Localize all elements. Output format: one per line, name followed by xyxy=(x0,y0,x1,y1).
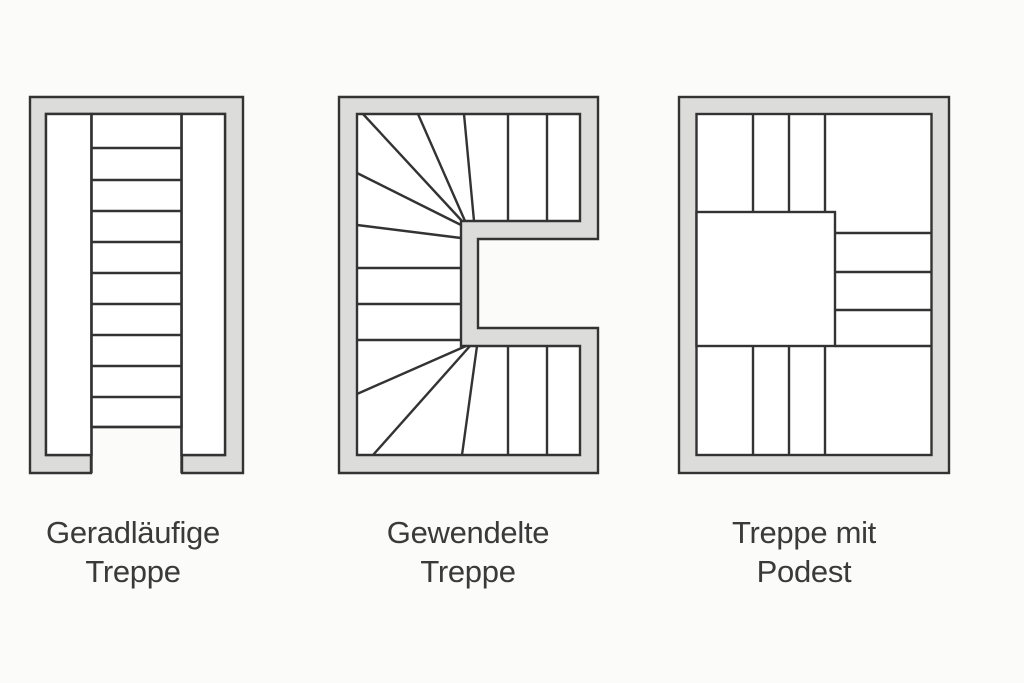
straight-stair-floor-right xyxy=(180,112,227,457)
label-landing-stair: Treppe mit Podest xyxy=(686,513,922,591)
label-straight-stair-line1: Geradläufige xyxy=(46,515,220,550)
landing-stair-right-treads xyxy=(835,231,932,348)
winding-stair-bottom-winders xyxy=(356,344,479,456)
straight-stair-treads xyxy=(91,146,182,429)
landing-stair-top-treads xyxy=(751,114,827,212)
label-straight-stair-line2: Treppe xyxy=(85,554,181,589)
winding-stair-middle-treads xyxy=(357,266,461,342)
straight-stair-run xyxy=(90,112,183,429)
winding-stair-top-treads xyxy=(506,114,549,221)
landing-stair-bottom-treads xyxy=(751,346,827,455)
landing-stair-plan xyxy=(677,95,951,475)
label-winding-stair-line1: Gewendelte xyxy=(386,515,550,550)
label-winding-stair: Gewendelte Treppe xyxy=(348,513,588,591)
straight-stair-plan xyxy=(28,95,245,475)
winding-stair-plan xyxy=(337,95,600,475)
label-landing-stair-line2: Podest xyxy=(756,554,852,589)
winding-stair-top-winders xyxy=(356,113,476,240)
winding-stair-bottom-treads xyxy=(506,346,549,455)
label-winding-stair-line2: Treppe xyxy=(420,554,516,589)
label-straight-stair: Geradläufige Treppe xyxy=(16,513,250,591)
label-landing-stair-line1: Treppe mit xyxy=(731,515,876,550)
straight-stair-floor-left xyxy=(44,112,93,457)
landing-platform xyxy=(695,210,837,348)
